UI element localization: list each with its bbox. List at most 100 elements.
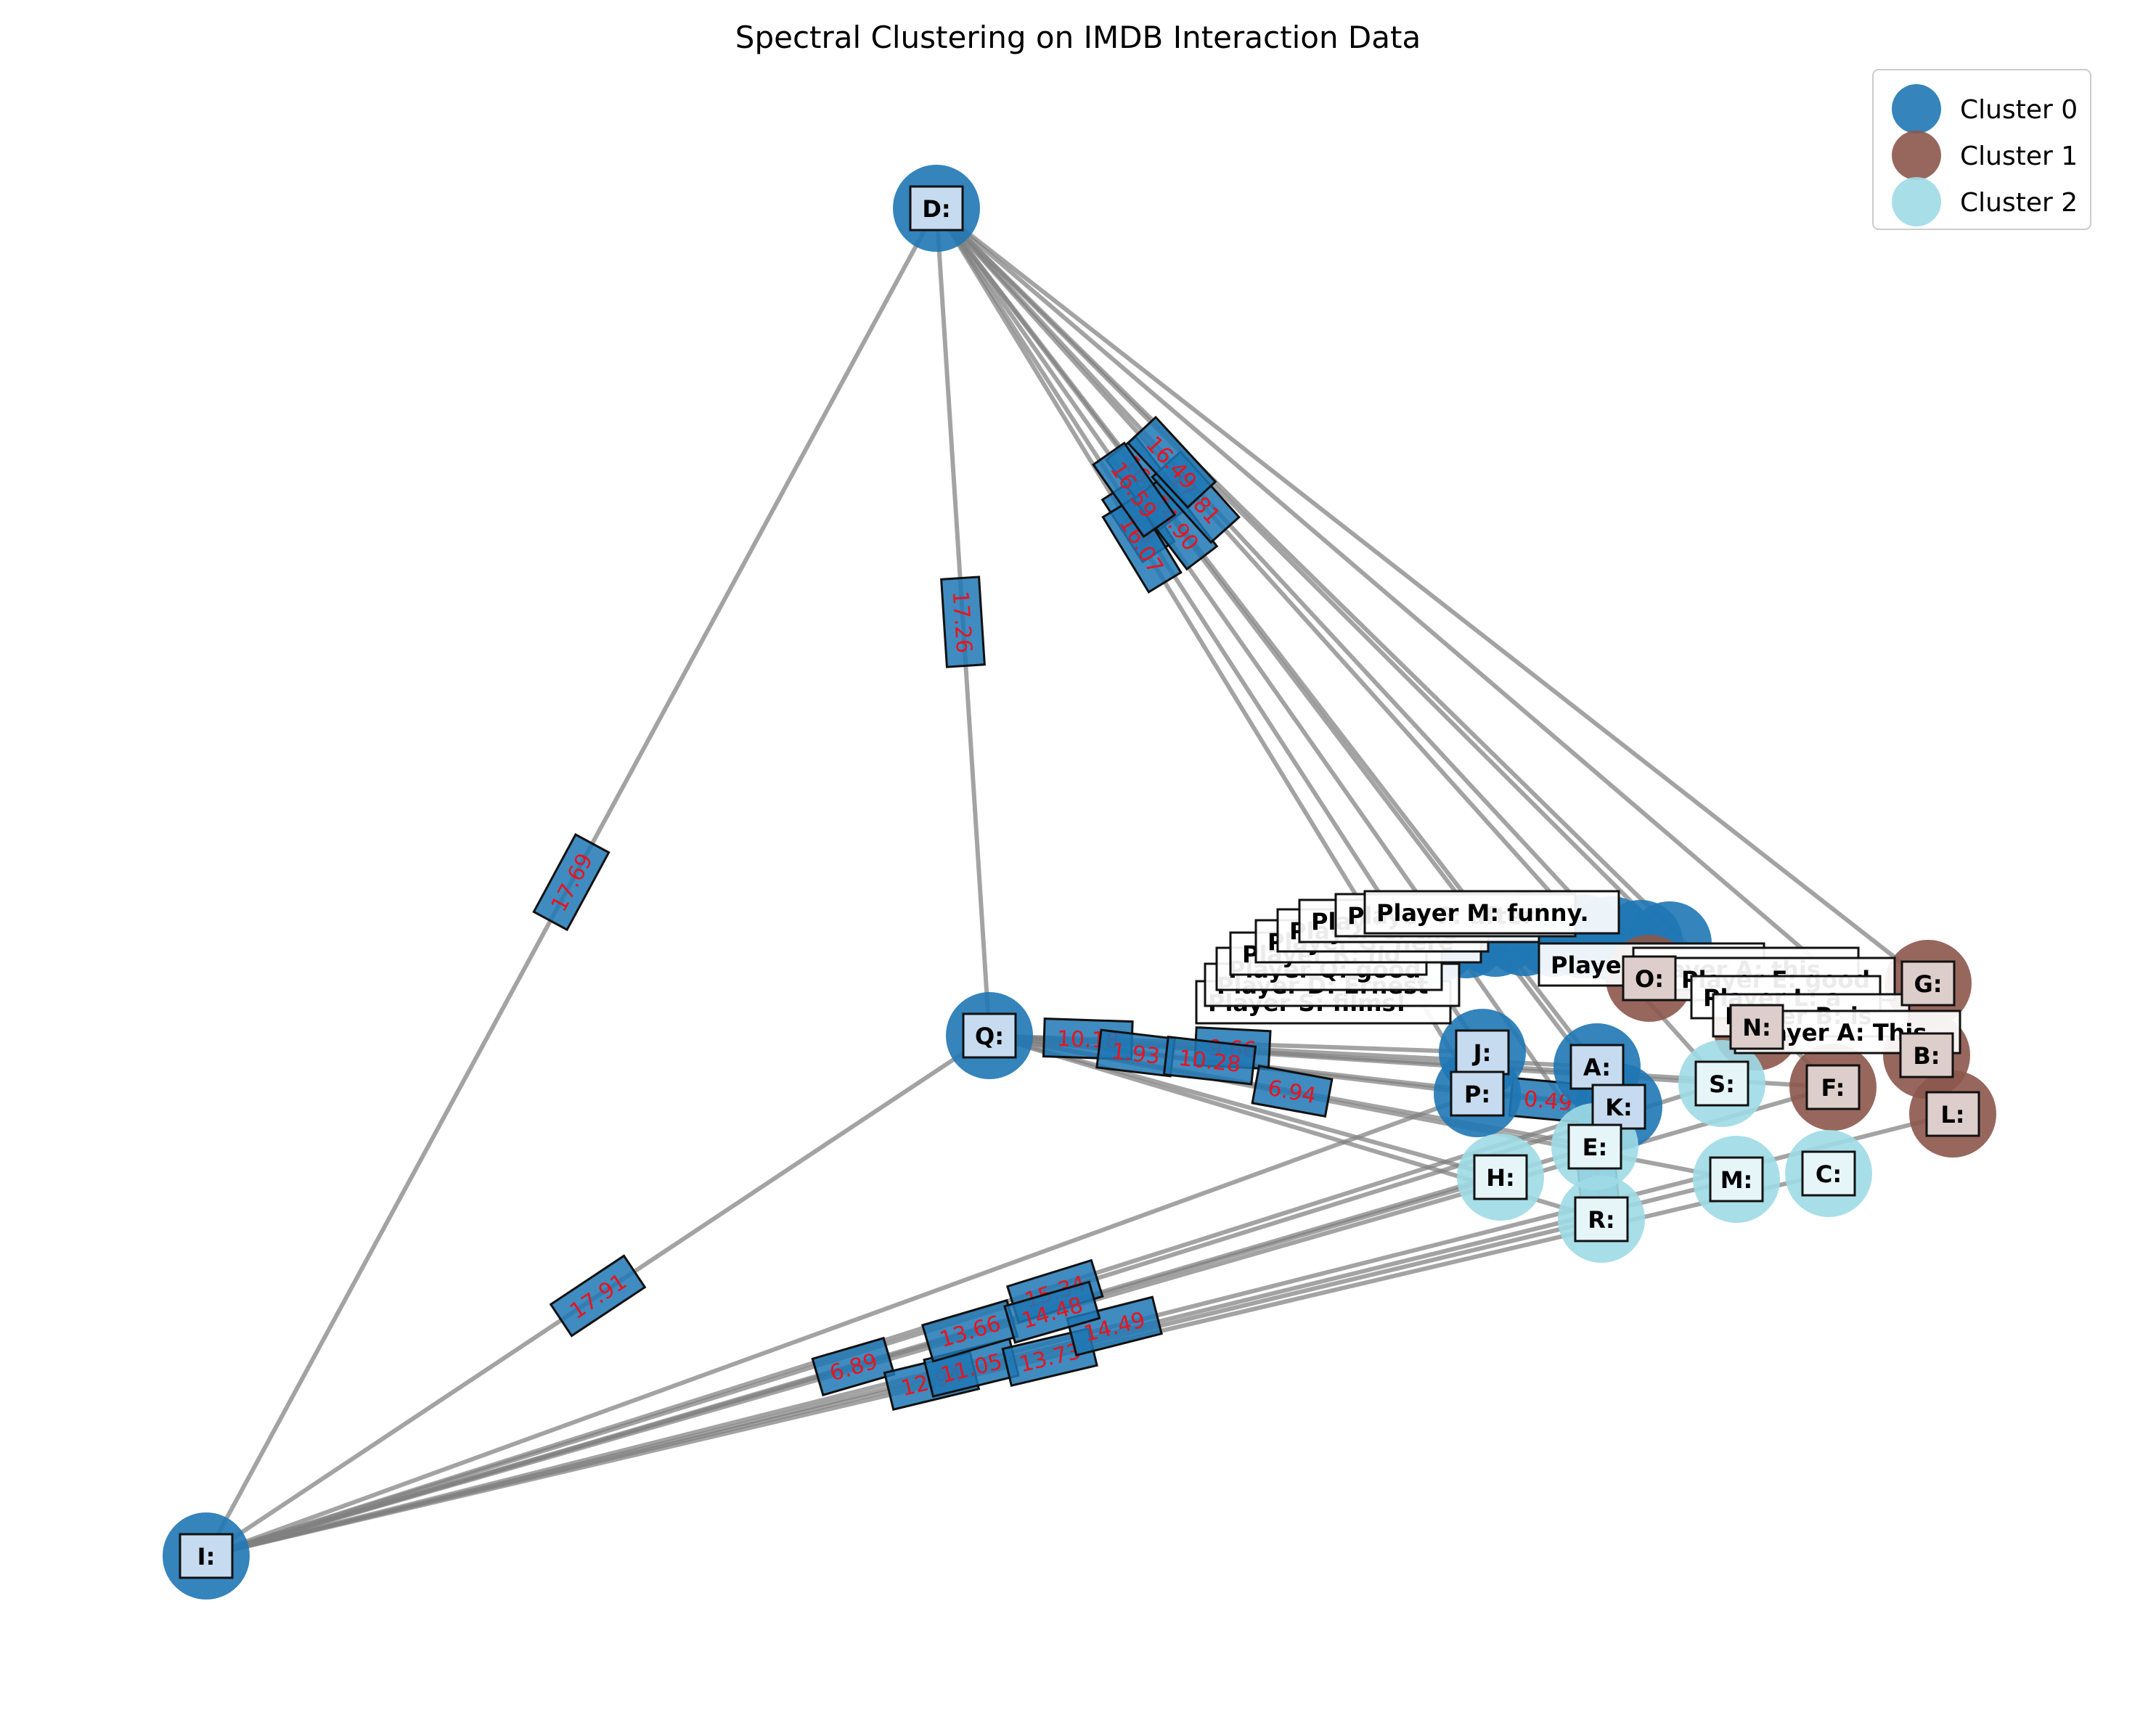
edge-weight-label: 13.66 [920,1298,1019,1363]
message-box-text: Player M: funny. [1376,899,1589,927]
edge-D-O [934,206,1651,980]
edge-weight-box [811,1336,896,1397]
edge-weight-box [1066,1295,1163,1357]
node-label-text: I: [197,1543,216,1570]
node-label-box [1801,1150,1856,1197]
node-label-box [1622,955,1677,1002]
node-label-box [1709,1156,1764,1203]
node-label-C: C: [1801,1150,1856,1197]
edge-weight-box [1126,415,1217,509]
node-label-text: J: [1472,1039,1492,1067]
edge-weight-label: 17.91 [549,1254,647,1338]
message-box: Player M: funny. [1363,890,1620,935]
node-label-K: K: [1591,1084,1646,1130]
node-label-text: B: [1913,1042,1940,1070]
node-label-text: H: [1486,1164,1515,1192]
edge-weight-box [1092,441,1177,538]
edge-weight-box [532,832,611,932]
edge-I-K [205,1105,1620,1558]
node-label-I: I: [179,1533,234,1579]
node-label-box [1473,1154,1528,1200]
node-label-text: K: [1605,1094,1633,1121]
node-label-R: R: [1574,1196,1629,1242]
edge-weight-box [549,1254,647,1338]
edge-weight-label: 17.26 [940,576,986,668]
node-label-box [1450,1070,1505,1117]
node-label-F: F: [1805,1064,1861,1110]
node-label-text: P: [1464,1081,1490,1108]
edge-weight-label: 1.93 [1095,1028,1176,1078]
edge-weight-box [1251,1064,1334,1118]
edge-weight-box [940,576,986,668]
node-label-B: B: [1899,1032,1954,1078]
node-label-text: L: [1940,1101,1964,1129]
node-label-G: G: [1900,960,1956,1007]
edge-weight-label: 14.49 [1066,1295,1163,1357]
node-label-box [1805,1064,1861,1110]
edge-weight-label: 10.28 [1162,1036,1257,1086]
legend-label-cluster-1: Cluster 1 [1960,142,2078,171]
legend-marker-cluster-0 [1892,84,1941,134]
node-label-text: M: [1720,1166,1753,1194]
node-label-O: O: [1622,955,1677,1002]
node-label-box [1729,1004,1784,1050]
node-label-text: E: [1583,1134,1608,1161]
node-label-box [1900,960,1956,1007]
node-label-text: G: [1914,970,1942,998]
node-label-P: P: [1450,1070,1505,1117]
edge-I-P [205,1092,1479,1558]
legend-marker-cluster-1 [1892,131,1941,180]
node-label-box [1694,1060,1749,1107]
edge-weight-box [1003,1280,1101,1344]
node-label-E: E: [1567,1123,1622,1170]
edge-D-E [934,207,1597,1148]
node-label-D: D: [909,185,964,232]
node-label-L: L: [1925,1091,1980,1137]
node-label-text: O: [1635,965,1664,993]
node-label-box [1899,1032,1954,1078]
edge-weight-label: 17.69 [532,832,611,932]
node-label-N: N: [1729,1004,1784,1050]
node-label-text: F: [1821,1074,1845,1102]
edge-weight-box [1101,496,1183,594]
node-label-H: H: [1473,1154,1528,1200]
message-boxes-layer: Player S: films!Player D: ErnestPlayer Q… [1195,890,1961,1054]
chart-title: Spectral Clustering on IMDB Interaction … [735,20,1421,55]
node-label-text: R: [1588,1206,1614,1234]
node-label-M: M: [1709,1156,1764,1203]
edge-D-G [935,206,1930,986]
node-labels-layer: D: Q: I: J: P: A: K: O: G: B: L: F: N: S: E: H: R: M: C: [179,185,1980,1579]
node-label-box [1567,1123,1622,1170]
legend-label-cluster-2: Cluster 2 [1960,188,2078,218]
node-label-box [1569,1044,1625,1090]
node-label-box [909,185,964,232]
node-label-text: A: [1583,1054,1611,1081]
edge-weight-text: 17.26 [947,590,976,654]
node-label-text: S: [1709,1070,1735,1098]
edge-D-B [935,206,1928,1057]
node-label-box [1925,1091,1980,1137]
legend-marker-cluster-2 [1892,177,1941,226]
node-label-text: D: [922,195,950,223]
edge-weight-label: 6.94 [1251,1064,1334,1118]
node-label-box [962,1012,1017,1059]
node-label-text: N: [1742,1014,1771,1041]
edge-weight-text: 1.93 [1110,1039,1161,1070]
legend: Cluster 0 Cluster 1 Cluster 2 [1872,69,2091,230]
node-label-text: Q: [975,1023,1004,1050]
edge-weight-label: 6.89 [811,1336,896,1397]
node-label-A: A: [1569,1044,1625,1090]
legend-label-cluster-0: Cluster 0 [1960,95,2078,125]
edge-labels-layer: 17.2617.6917.919.4816.0716.1214.9017.811… [532,415,1622,1412]
message-box-frame [1363,890,1620,935]
node-label-text: C: [1816,1160,1842,1188]
node-label-box [179,1533,234,1579]
node-label-box [1574,1196,1629,1242]
node-label-J: J: [1455,1029,1510,1076]
node-label-S: S: [1694,1060,1749,1107]
node-label-Q: Q: [962,1012,1017,1059]
node-label-box [1455,1029,1510,1076]
edge-weight-box [1162,1036,1257,1086]
